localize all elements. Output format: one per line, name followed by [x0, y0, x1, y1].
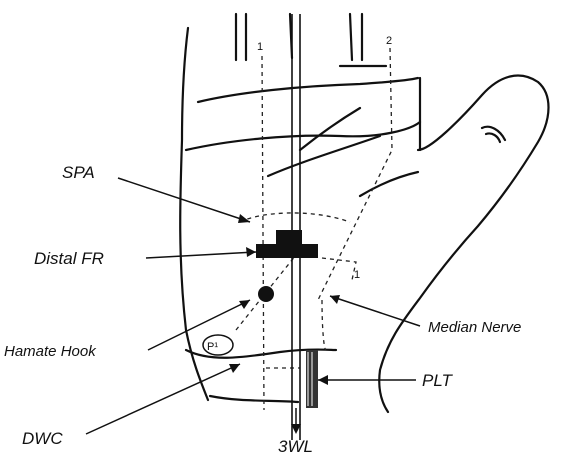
- hamate-hook-label: Hamate Hook: [4, 343, 97, 360]
- median-nerve-label: Median Nerve: [428, 319, 521, 336]
- median-nerve-arrow: [330, 296, 420, 326]
- median-nerve-marker-number: 1: [354, 269, 360, 281]
- spa-label: SPA: [62, 163, 95, 182]
- dwc-label: DWC: [22, 429, 63, 448]
- mid-crease: [300, 108, 360, 150]
- finger-base-4: [350, 14, 352, 60]
- distal-fr-label: Distal FR: [34, 249, 104, 268]
- median-nerve-arrowhead: [330, 295, 340, 304]
- thumb-outline: [379, 76, 548, 412]
- median-nerve-line: [322, 258, 356, 280]
- plt-arrowhead: [318, 375, 328, 385]
- distal-crease: [198, 78, 418, 102]
- hamate-arrow: [148, 300, 250, 350]
- guide-line-1-number: 1: [257, 41, 263, 53]
- median-nerve-line-2: [322, 300, 326, 350]
- distal-fr-top: [276, 230, 302, 246]
- wrist-line: [210, 396, 298, 402]
- plt-bar: [306, 350, 318, 408]
- thenar-crease: [268, 136, 380, 176]
- spa-arc: [240, 213, 350, 222]
- thenar-line: [360, 172, 418, 196]
- spa-arrow: [118, 178, 250, 222]
- hamate-hook-dot: [258, 286, 274, 302]
- distal-fr-bar: [256, 244, 318, 258]
- distal-fr-arrow: [146, 252, 256, 258]
- p1-label: P¹: [207, 341, 218, 353]
- wl-label: 3WL: [278, 437, 313, 456]
- distal-fr-arrowhead: [246, 247, 256, 257]
- thumb-crease-2: [486, 133, 500, 142]
- plt-label: PLT: [422, 371, 454, 390]
- guide-line-1: [262, 56, 264, 410]
- guide-line-2-number: 2: [386, 35, 392, 47]
- proximal-crease: [186, 122, 420, 150]
- dwc-arrow: [86, 364, 240, 434]
